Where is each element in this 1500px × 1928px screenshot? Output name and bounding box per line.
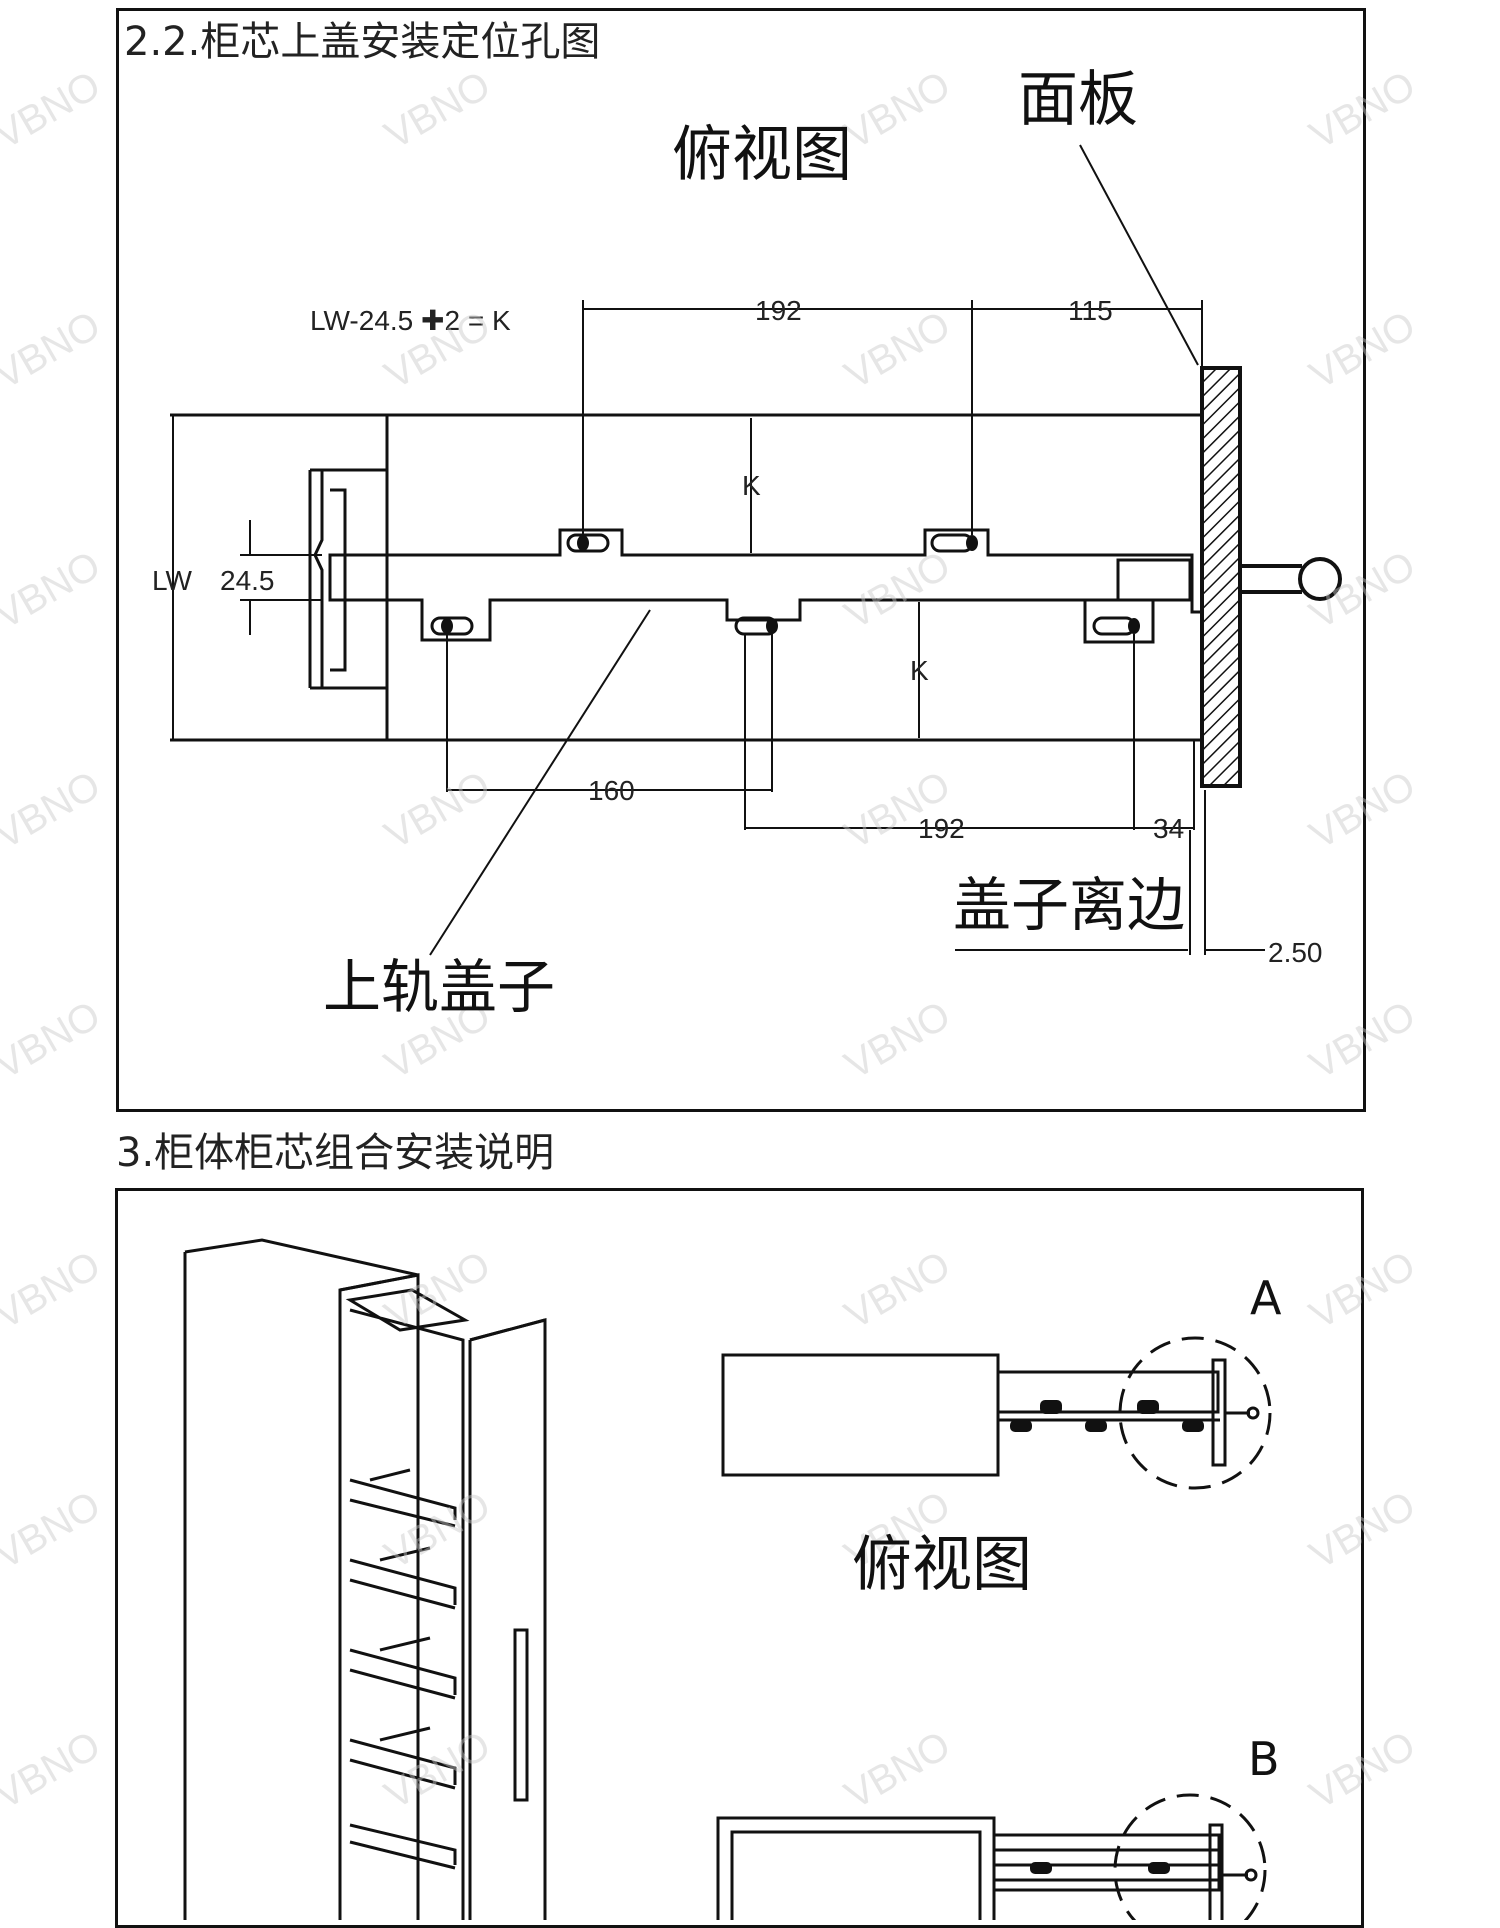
rail-cap-label: 上轨盖子: [323, 953, 556, 1021]
svg-text:VBNO: VBNO: [0, 993, 108, 1088]
svg-text:VBNO: VBNO: [1303, 1483, 1423, 1578]
detail-label-b: B: [1248, 1732, 1280, 1786]
door-top: [469, 1318, 546, 1342]
svg-text:VBNO: VBNO: [838, 303, 958, 398]
dim-edge-offset: 2.50: [1268, 937, 1323, 968]
side-profile-groove: [330, 488, 347, 672]
handle-icon: [1242, 557, 1342, 601]
pullout-cabinet-illustration: [183, 1238, 547, 1920]
end-bracket: [1116, 558, 1192, 602]
svg-text:VBNO: VBNO: [0, 1723, 108, 1818]
svg-text:VBNO: VBNO: [1303, 1243, 1423, 1338]
detail-b-holes: [1030, 1862, 1170, 1874]
formula-text: LW-24.5 ✚2 = K: [310, 305, 511, 336]
basket-3: [349, 1636, 457, 1700]
top-view-label: 俯视图: [672, 120, 852, 190]
detail-circle-b: [1113, 1793, 1267, 1920]
dim-top-115: 115: [1068, 295, 1113, 326]
installation-diagram-frame: [116, 8, 1366, 1112]
panel-label: 面板: [1018, 65, 1138, 135]
svg-text:VBNO: VBNO: [1303, 63, 1423, 158]
cabinet-box-a: [721, 1353, 1000, 1477]
dimension-text: 192 115 160 192 34 LW 24.5 K K 2.50 LW-2…: [152, 295, 1323, 968]
cabinet-front: [339, 1273, 420, 1920]
dim-bottom-192: 192: [918, 813, 965, 844]
watermarks: VBNO VBNO VBNO VBNO VBNO VBNO VBNO VBNO …: [0, 63, 1423, 1818]
detail-a-view: [721, 1336, 1272, 1490]
end-latch: [1070, 598, 1200, 614]
section-title-2-2: 2.2.柜芯上盖安装定位孔图: [124, 19, 601, 65]
svg-text:VBNO: VBNO: [838, 993, 958, 1088]
detail-circle-a: [1118, 1336, 1272, 1490]
basket-5: [349, 1823, 457, 1870]
dim-lw: LW: [152, 565, 192, 596]
section-title-3: 3.柜体柜芯组合安装说明: [116, 1130, 555, 1176]
svg-text:VBNO: VBNO: [838, 1723, 958, 1818]
cabinet-side: [183, 1238, 419, 1920]
top-rail: [345, 1288, 470, 1332]
svg-text:VBNO: VBNO: [0, 303, 108, 398]
svg-text:VBNO: VBNO: [838, 543, 958, 638]
pullout-frame-front: [349, 1308, 465, 1920]
svg-text:VBNO: VBNO: [1303, 1723, 1423, 1818]
basket-2: [349, 1546, 457, 1610]
svg-text:VBNO: VBNO: [838, 63, 958, 158]
door-handle-icon: [513, 1628, 529, 1802]
svg-text:VBNO: VBNO: [0, 763, 108, 858]
slot-hole-1: [566, 533, 610, 553]
rail-assembly-drawing: [170, 413, 1200, 742]
svg-text:VBNO: VBNO: [378, 1483, 498, 1578]
detail-label-a: A: [1250, 1271, 1282, 1325]
svg-text:VBNO: VBNO: [1303, 303, 1423, 398]
side-profile-inner: [313, 470, 324, 688]
svg-text:VBNO: VBNO: [0, 1483, 108, 1578]
rail-a: [996, 1370, 1220, 1414]
hole-markers: [441, 535, 1140, 634]
svg-text:VBNO: VBNO: [0, 543, 108, 638]
dim-bottom-160: 160: [588, 775, 635, 806]
detail-a-holes: [1010, 1400, 1204, 1432]
door-panel: [1200, 366, 1242, 788]
top-view-label-2: 俯视图: [852, 1530, 1032, 1600]
top-rail-cap: [328, 528, 1194, 642]
dimension-lines: [172, 144, 1265, 956]
svg-text:VBNO: VBNO: [378, 763, 498, 858]
svg-text:VBNO: VBNO: [378, 63, 498, 158]
dim-bottom-34: 34: [1153, 813, 1184, 844]
cap-edge-label: 盖子离边: [953, 871, 1186, 939]
door-side: [468, 1318, 547, 1920]
dim-k-lower: K: [910, 655, 929, 686]
slot-hole-3: [430, 616, 474, 636]
svg-text:VBNO: VBNO: [0, 63, 108, 158]
detail-b-view: [716, 1793, 1267, 1920]
basket-4: [349, 1726, 457, 1790]
svg-text:VBNO: VBNO: [1303, 993, 1423, 1088]
basket-1: [349, 1468, 457, 1528]
rail-b: [992, 1833, 1221, 1892]
dim-top-192: 192: [755, 295, 802, 326]
dim-k-upper: K: [742, 470, 761, 501]
svg-text:VBNO: VBNO: [838, 1243, 958, 1338]
svg-text:VBNO: VBNO: [1303, 763, 1423, 858]
svg-text:VBNO: VBNO: [0, 1243, 108, 1338]
dim-rail-width: 24.5: [220, 565, 275, 596]
